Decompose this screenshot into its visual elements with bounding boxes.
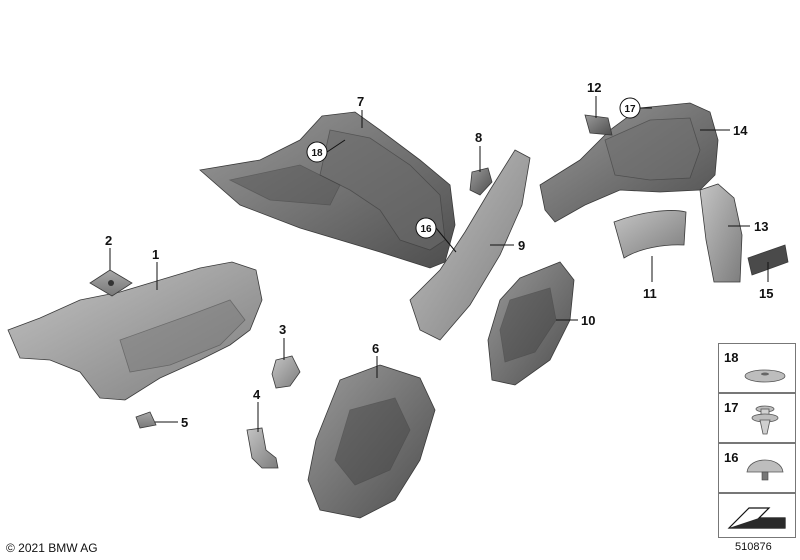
fastener-label-18: 18 bbox=[724, 350, 739, 365]
callout-14: 14 bbox=[733, 123, 748, 138]
svg-text:16: 16 bbox=[420, 224, 432, 235]
circled-ref-17: 17 bbox=[619, 97, 641, 119]
diagram-id: 510876 bbox=[735, 541, 772, 553]
callout-11: 11 bbox=[643, 286, 657, 301]
copyright-text: © 2021 BMW AG bbox=[6, 541, 98, 555]
fastener-item-17: 17 bbox=[718, 393, 796, 443]
part-14-wheelarch-insulation bbox=[539, 102, 719, 223]
part-2-mount-pad bbox=[89, 269, 133, 297]
callout-6: 6 bbox=[372, 341, 379, 356]
direction-arrow-panel bbox=[718, 493, 796, 538]
fastener-item-18: 18 bbox=[718, 343, 796, 393]
callout-4: 4 bbox=[253, 387, 261, 402]
fastener-item-16: 16 bbox=[718, 443, 796, 493]
part-9-pillar-insulation bbox=[409, 149, 531, 341]
part-13-vertical-pad bbox=[699, 183, 743, 283]
callout-9: 9 bbox=[518, 238, 525, 253]
part-10-rear-door-insulation bbox=[487, 261, 575, 386]
callout-7: 7 bbox=[357, 94, 364, 109]
callout-3: 3 bbox=[279, 322, 286, 337]
part-15-flat-pad bbox=[747, 244, 789, 276]
part-7-floor-insulation bbox=[199, 111, 456, 269]
fastener-label-16: 16 bbox=[724, 450, 739, 465]
callout-5: 5 bbox=[181, 415, 188, 430]
fastener-label-17: 17 bbox=[724, 400, 739, 415]
circled-ref-16: 16 bbox=[415, 217, 437, 239]
callout-15: 15 bbox=[759, 286, 773, 301]
part-4-bent-strip bbox=[246, 427, 279, 469]
part-5-small-clip bbox=[135, 411, 157, 429]
button-clip-icon bbox=[744, 369, 786, 383]
part-8-insulation-piece bbox=[469, 167, 493, 196]
callout-13: 13 bbox=[754, 219, 768, 234]
part-1-front-insulation bbox=[7, 261, 263, 401]
circled-ref-18: 18 bbox=[306, 141, 328, 163]
dome-clip-icon bbox=[746, 459, 784, 481]
direction-arrow-icon bbox=[727, 507, 786, 529]
svg-text:17: 17 bbox=[624, 104, 636, 115]
callout-2: 2 bbox=[105, 233, 112, 248]
part-12-small-pad bbox=[584, 114, 613, 136]
part-3-bracket-pad bbox=[271, 355, 301, 389]
push-rivet-icon bbox=[751, 405, 779, 435]
svg-text:18: 18 bbox=[311, 148, 323, 159]
part-6-front-door-insulation bbox=[307, 364, 436, 519]
part-11-curved-pad bbox=[613, 210, 687, 259]
leader-lines bbox=[109, 96, 769, 432]
callout-8: 8 bbox=[475, 130, 482, 145]
callout-12: 12 bbox=[587, 80, 601, 95]
callout-10: 10 bbox=[581, 313, 595, 328]
callout-numbers: 1 2 3 4 5 6 7 8 9 10 11 12 13 14 15 bbox=[105, 80, 773, 430]
callout-1: 1 bbox=[152, 247, 159, 262]
